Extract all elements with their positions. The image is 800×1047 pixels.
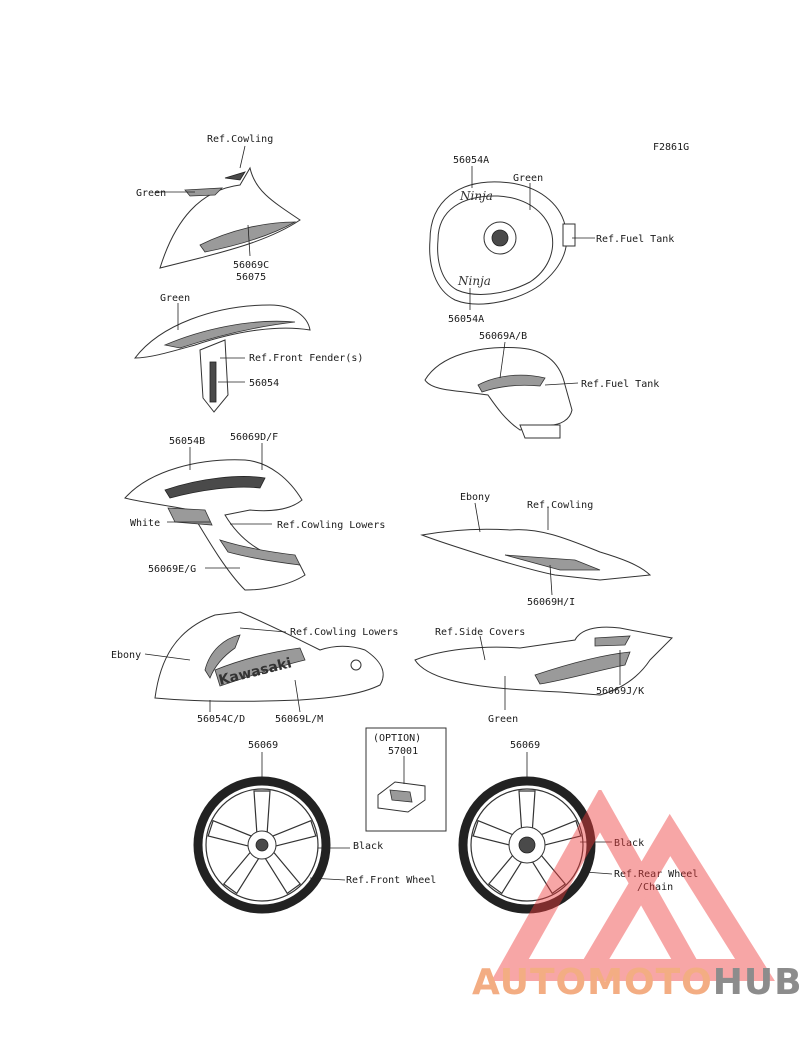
- label-ebony-seat: Ebony: [460, 492, 490, 503]
- label-56069jk: 56069J/K: [596, 686, 644, 697]
- rear-wheel: [458, 752, 613, 914]
- label-56054: 56054: [249, 378, 279, 389]
- label-56069hi: 56069H/I: [527, 597, 575, 608]
- label-black-front: Black: [353, 841, 383, 852]
- watermark-wordmark: AUTOMOTOHUB: [472, 962, 800, 1003]
- label-56069ab: 56069A/B: [479, 331, 527, 342]
- fuel-tank-side: [424, 341, 579, 439]
- label-56075: 56075: [236, 272, 266, 283]
- label-green-fender: Green: [160, 293, 190, 304]
- lower-cowling: Kawasaki: [144, 611, 384, 713]
- label-ref-side-covers: Ref.Side Covers: [435, 627, 525, 638]
- label-ref-front-wheel: Ref.Front Wheel: [346, 875, 436, 886]
- option-box: [365, 727, 447, 832]
- upper-cowling: [155, 145, 301, 269]
- watermark-logo-icon: [491, 790, 775, 981]
- label-56054b: 56054B: [169, 436, 205, 447]
- label-56054a-top: 56054A: [453, 155, 489, 166]
- label-ref-fuel-tank-top: Ref.Fuel Tank: [596, 234, 674, 245]
- label-56069lm: 56069L/M: [275, 714, 323, 725]
- label-chain: /Chain: [637, 882, 673, 893]
- middle-cowling: [124, 443, 306, 591]
- label-option: (OPTION): [373, 733, 421, 744]
- label-ref-front-fender: Ref.Front Fender(s): [249, 353, 363, 364]
- label-57001: 57001: [388, 746, 418, 757]
- label-green-tank: Green: [513, 173, 543, 184]
- label-ref-cowling-lowers-bot: Ref.Cowling Lowers: [290, 627, 398, 638]
- label-ebony-lower: Ebony: [111, 650, 141, 661]
- watermark-word-hub: HUB: [712, 962, 800, 1003]
- label-56069c: 56069C: [233, 260, 269, 271]
- label-ref-cowling-lowers-mid: Ref.Cowling Lowers: [277, 520, 385, 531]
- label-green-cowl: Green: [136, 188, 166, 199]
- label-56069-rear: 56069: [510, 740, 540, 751]
- label-56054a-bottom: 56054A: [448, 314, 484, 325]
- side-cover: [414, 626, 674, 710]
- label-green-side: Green: [488, 714, 518, 725]
- ninja-decal-bottom: Ninja: [457, 274, 491, 288]
- ninja-decal-top: Ninja: [459, 189, 493, 203]
- seat-cowling: [420, 502, 652, 596]
- label-56054cd: 56054C/D: [197, 714, 245, 725]
- figure-code: F2861G: [653, 142, 689, 153]
- label-ref-rear-wheel: Ref.Rear Wheel: [614, 869, 698, 880]
- label-ref-cowling-top: Ref.Cowling: [207, 134, 273, 145]
- front-wheel: [193, 752, 350, 914]
- label-56069-front: 56069: [248, 740, 278, 751]
- label-black-rear: Black: [614, 838, 644, 849]
- label-white: White: [130, 518, 160, 529]
- label-56069df: 56069D/F: [230, 432, 278, 443]
- fuel-tank-top: Ninja Ninja: [429, 166, 595, 310]
- watermark-word-automoto: AUTOMOTO: [472, 962, 713, 1003]
- label-ref-cowling-seat: Ref.Cowling: [527, 500, 593, 511]
- front-fender: [133, 303, 311, 413]
- label-ref-fuel-tank-side: Ref.Fuel Tank: [581, 379, 659, 390]
- label-56069eg: 56069E/G: [148, 564, 196, 575]
